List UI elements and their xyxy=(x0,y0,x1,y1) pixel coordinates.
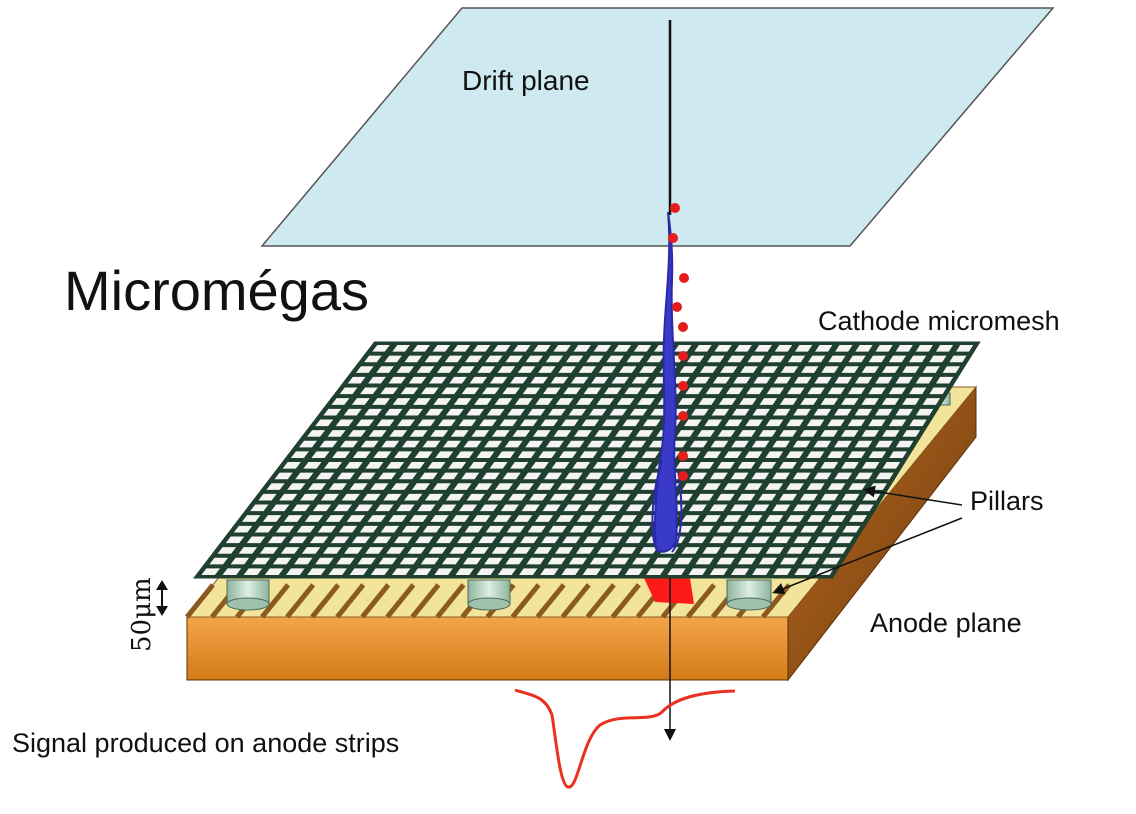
pillar xyxy=(226,579,270,611)
anode-strip xyxy=(285,583,316,619)
diagram-title: Micromégas xyxy=(64,259,369,322)
electron xyxy=(668,233,678,243)
anode-strip xyxy=(185,583,215,619)
pillars-pointer xyxy=(772,517,963,595)
electron xyxy=(678,471,688,481)
pillars-label: Pillars xyxy=(970,486,1044,516)
electron xyxy=(678,411,688,421)
drift-plane-label: Drift plane xyxy=(462,65,590,96)
electron xyxy=(678,381,688,391)
anode-strip xyxy=(585,583,616,619)
pillars-pointer xyxy=(863,485,963,506)
anode-strip xyxy=(535,583,566,619)
ionization-track xyxy=(651,459,683,553)
anode-plane-label: Anode plane xyxy=(870,608,1022,638)
anode-strip xyxy=(260,583,291,619)
electron xyxy=(678,322,688,332)
pillar xyxy=(726,579,772,611)
electron xyxy=(670,203,680,213)
drift-plane xyxy=(260,7,1055,247)
anode-strip xyxy=(385,583,416,619)
anode-strip xyxy=(310,583,341,619)
anode-strip xyxy=(610,583,641,619)
pillar xyxy=(467,579,511,611)
signal-waveform xyxy=(514,688,736,789)
charge-deposit xyxy=(644,578,694,604)
signal-label: Signal produced on anode strips xyxy=(12,728,399,758)
anode-strip xyxy=(410,583,441,619)
electron xyxy=(678,451,688,461)
anode-strip xyxy=(560,583,591,619)
cathode-micromesh-label: Cathode micromesh xyxy=(818,306,1060,336)
electron xyxy=(672,302,682,312)
micromesh-border xyxy=(192,341,981,579)
anode-strip xyxy=(360,583,391,619)
gap-label: 50μm xyxy=(127,577,157,652)
micromesh-grid xyxy=(196,343,978,577)
anode-strip xyxy=(685,583,717,619)
electrons xyxy=(668,203,689,481)
gap-dimension-arrow xyxy=(156,580,168,616)
electron xyxy=(679,273,689,283)
electron xyxy=(678,351,688,361)
anode-strip xyxy=(435,583,466,619)
anode-strip xyxy=(510,583,541,619)
anode-front xyxy=(186,616,789,681)
anode-strip xyxy=(335,583,366,619)
